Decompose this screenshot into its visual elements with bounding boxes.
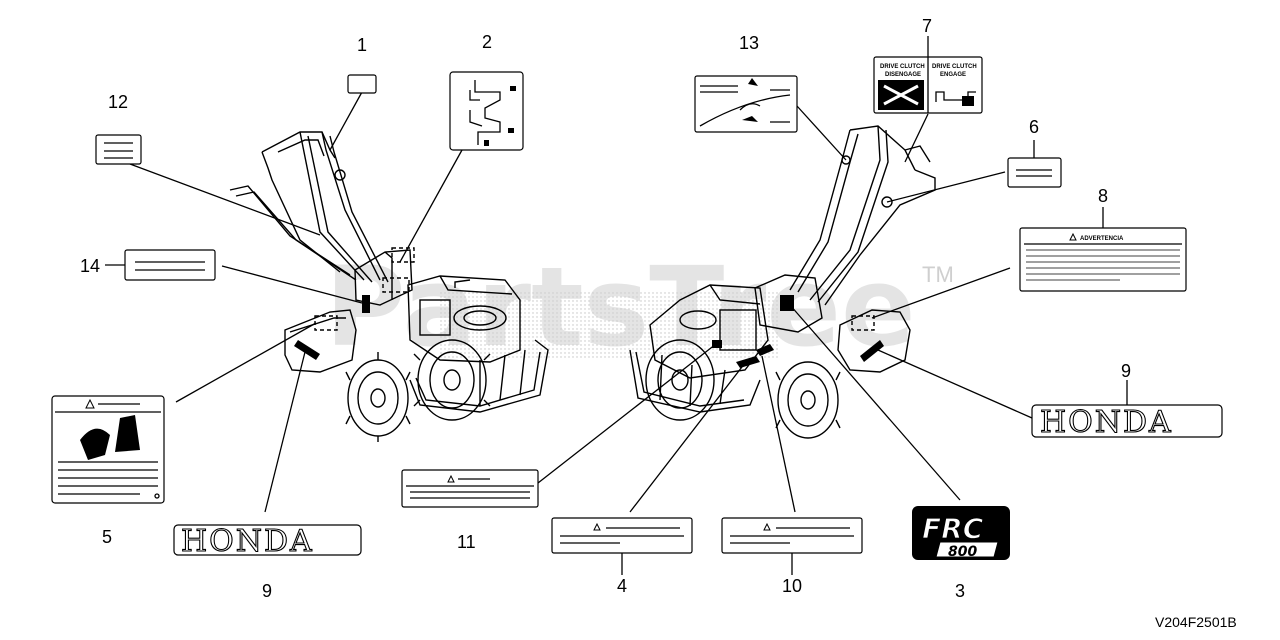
drive-clutch-engage-line2: ENGAGE [940,72,966,78]
frc-number-text: 800 [948,544,977,560]
label-3-frc-badge-icon: FRC 800 [912,506,1010,560]
watermark-trademark: TM [922,262,954,287]
honda-right-text: HONDA [1040,405,1173,440]
callout-3: 3 [955,581,965,601]
label-4-icon [551,517,693,554]
label-10-icon [721,517,863,554]
leader-lines [129,91,1033,513]
frc-model-text: FRC [922,512,984,545]
callout-1: 1 [357,35,367,55]
label-7-drive-clutch-icon: DRIVE CLUTCH DISENGAGE DRIVE CLUTCH ENGA… [873,56,983,114]
callout-8: 8 [1098,186,1108,206]
callout-4: 4 [617,576,627,596]
callout-10: 10 [782,576,802,596]
callout-9-right: 9 [1121,361,1131,381]
callout-2: 2 [482,32,492,52]
watermark-dots [440,290,780,360]
callout-12: 12 [108,92,128,112]
callout-7: 7 [922,16,932,36]
label-8-advertencia-icon: ADVERTENCIA [1019,227,1187,292]
callout-11: 11 [457,532,476,552]
label-1-icon [347,74,377,94]
left-tiller-illustration [229,131,549,442]
callout-5: 5 [102,527,112,547]
callout-6: 6 [1029,117,1039,137]
label-13-icon [694,75,798,133]
label-12-icon [95,134,142,165]
advertencia-text: ADVERTENCIA [1080,236,1124,242]
label-14-icon [124,249,216,281]
label-9-honda-right-icon: HONDA [1031,404,1223,441]
callout-9-left: 9 [262,581,272,601]
drive-clutch-disengage-line2: DISENGAGE [885,72,921,78]
label-2-shift-pattern-icon [449,71,524,151]
drive-clutch-engage-line1: DRIVE CLUTCH [932,64,977,70]
drive-clutch-disengage-line1: DRIVE CLUTCH [880,64,925,70]
honda-left-text: HONDA [181,524,314,559]
label-11-icon [401,469,539,508]
callout-14: 14 [80,256,100,276]
diagram-code: V204F2501B [1155,614,1237,630]
label-5-warning-icon [51,395,165,504]
label-6-icon [1007,157,1062,188]
callout-13: 13 [739,33,759,53]
label-9-honda-left-icon: HONDA [173,523,362,560]
right-tiller-illustration [629,125,936,439]
